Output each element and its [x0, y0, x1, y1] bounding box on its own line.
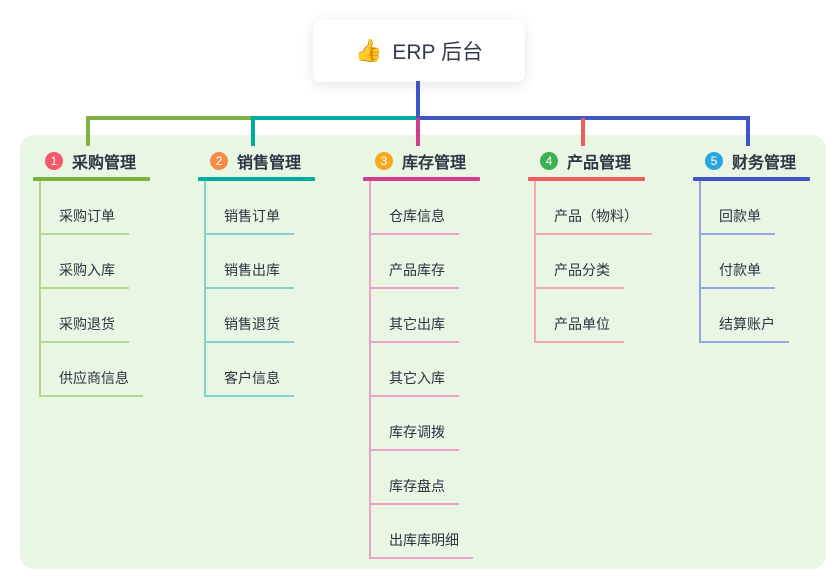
child-row: 采购入库 [41, 235, 173, 289]
root-connector-line [416, 81, 420, 118]
child-row: 产品（物料） [536, 181, 668, 235]
child-node[interactable]: 销售订单 [206, 206, 294, 235]
child-node[interactable]: 回款单 [701, 206, 775, 235]
child-row: 其它入库 [371, 343, 503, 397]
child-node[interactable]: 采购入库 [41, 260, 129, 289]
child-row: 销售出库 [206, 235, 338, 289]
branch-number-badge: 3 [375, 152, 393, 170]
child-row: 仓库信息 [371, 181, 503, 235]
branch-number-badge: 4 [540, 152, 558, 170]
children-rail: 回款单付款单结算账户 [699, 181, 833, 343]
branch-node[interactable]: 2 销售管理 [198, 148, 338, 174]
child-row: 供应商信息 [41, 343, 173, 397]
child-node[interactable]: 产品库存 [371, 260, 459, 289]
child-row: 其它出库 [371, 289, 503, 343]
child-row: 采购退货 [41, 289, 173, 343]
children-rail: 采购订单采购入库采购退货供应商信息 [39, 181, 173, 397]
child-node[interactable]: 销售退货 [206, 314, 294, 343]
child-node[interactable]: 产品单位 [536, 314, 624, 343]
child-node[interactable]: 产品（物料） [536, 206, 652, 235]
child-row: 出库库明细 [371, 505, 503, 559]
bus-segment-teal [251, 116, 420, 120]
thumbs-up-icon: 👍 [354, 38, 383, 63]
branch-drop-line-3 [416, 118, 420, 146]
child-row: 销售订单 [206, 181, 338, 235]
child-node[interactable]: 其它入库 [371, 368, 459, 397]
branch-underline [528, 177, 645, 181]
child-node[interactable]: 库存盘点 [371, 476, 459, 505]
child-node[interactable]: 结算账户 [701, 314, 789, 343]
branch-column-4: 4 产品管理产品（物料） 产品分类产品单位 [528, 148, 668, 343]
branch-node[interactable]: 5 财务管理 [693, 148, 833, 174]
branch-column-5: 5 财务管理回款单付款单结算账户 [693, 148, 833, 343]
root-title: ERP 后台 [392, 41, 484, 64]
child-node[interactable]: 出库库明细 [371, 530, 473, 559]
branch-number-badge: 1 [45, 152, 63, 170]
branch-drop-line-5 [746, 118, 750, 146]
children-rail: 产品（物料） 产品分类产品单位 [534, 181, 668, 343]
children-rail: 销售订单销售出库销售退货客户信息 [204, 181, 338, 397]
root-node[interactable]: 👍 ERP 后台 [313, 20, 525, 82]
branch-underline [693, 177, 810, 181]
bus-segment-green [86, 116, 255, 120]
branch-number-badge: 2 [210, 152, 228, 170]
branch-node[interactable]: 1 采购管理 [33, 148, 173, 174]
child-node[interactable]: 其它出库 [371, 314, 459, 343]
branch-number-badge: 5 [705, 152, 723, 170]
child-node[interactable]: 客户信息 [206, 368, 294, 397]
branches-panel [20, 135, 826, 569]
child-row: 产品库存 [371, 235, 503, 289]
branch-label: 财务管理 [732, 155, 797, 172]
child-row: 库存调拨 [371, 397, 503, 451]
child-node[interactable]: 供应商信息 [41, 368, 143, 397]
branch-underline [33, 177, 150, 181]
child-row: 付款单 [701, 235, 833, 289]
branch-label: 采购管理 [72, 155, 137, 172]
child-node[interactable]: 采购退货 [41, 314, 129, 343]
child-row: 销售退货 [206, 289, 338, 343]
branch-node[interactable]: 3 库存管理 [363, 148, 503, 174]
child-row: 客户信息 [206, 343, 338, 397]
branch-node[interactable]: 4 产品管理 [528, 148, 668, 174]
branch-underline [198, 177, 315, 181]
branch-column-2: 2 销售管理销售订单销售出库销售退货客户信息 [198, 148, 338, 397]
children-rail: 仓库信息产品库存其它出库其它入库库存调拨库存盘点出库库明细 [369, 181, 503, 559]
branch-column-1: 1 采购管理采购订单采购入库采购退货供应商信息 [33, 148, 173, 397]
branch-label: 销售管理 [237, 155, 302, 172]
branch-underline [363, 177, 480, 181]
child-row: 产品分类 [536, 235, 668, 289]
child-row: 库存盘点 [371, 451, 503, 505]
child-row: 回款单 [701, 181, 833, 235]
child-row: 结算账户 [701, 289, 833, 343]
branch-label: 产品管理 [567, 155, 632, 172]
child-node[interactable]: 仓库信息 [371, 206, 459, 235]
branch-drop-line-2 [251, 118, 255, 146]
branch-label: 库存管理 [402, 155, 467, 172]
branch-column-3: 3 库存管理仓库信息产品库存其它出库其它入库库存调拨库存盘点出库库明细 [363, 148, 503, 559]
child-row: 采购订单 [41, 181, 173, 235]
child-node[interactable]: 销售出库 [206, 260, 294, 289]
child-row: 产品单位 [536, 289, 668, 343]
child-node[interactable]: 库存调拨 [371, 422, 459, 451]
child-node[interactable]: 产品分类 [536, 260, 624, 289]
child-node[interactable]: 付款单 [701, 260, 775, 289]
child-node[interactable]: 采购订单 [41, 206, 129, 235]
branch-drop-line-1 [86, 118, 90, 146]
branch-drop-line-4 [581, 118, 585, 146]
